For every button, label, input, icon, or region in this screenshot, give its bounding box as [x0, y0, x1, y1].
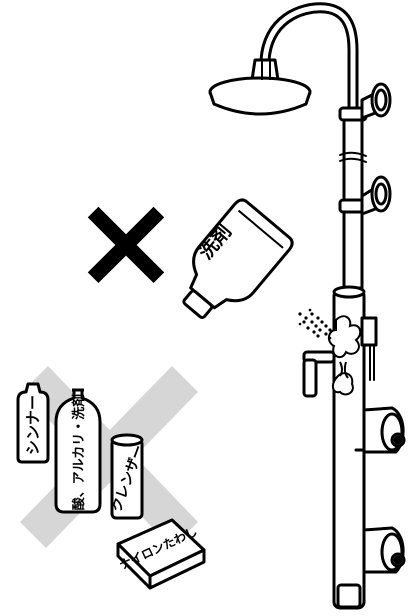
spray-droplets — [298, 309, 331, 340]
prohibited-mark-icon: × — [72, 165, 181, 317]
wall-bracket-upper — [362, 84, 390, 118]
detergent-bottle — [165, 197, 295, 333]
overhead-shower-head — [210, 60, 310, 114]
acid-alkali-label: 酸、アルカリ・洗剤 — [71, 394, 87, 510]
body-jet-upper — [356, 408, 404, 452]
body-jet-lower — [364, 528, 404, 572]
prohibited-items-group: シンナー 酸、アルカリ・洗剤 クレンザー ナイロンたわし — [18, 366, 204, 588]
wall-bracket-middle — [362, 177, 390, 214]
thinner-label: シンナー — [24, 395, 42, 455]
